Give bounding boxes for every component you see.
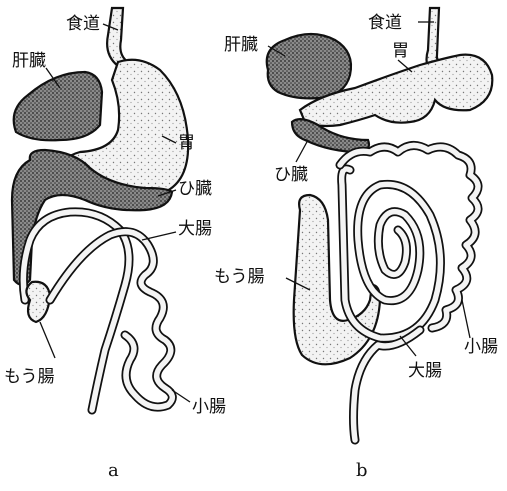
a-liver-shape <box>14 72 102 140</box>
b-liver-shape <box>267 34 351 98</box>
b-label-esophagus: 食道 <box>368 13 402 33</box>
caption-a: a <box>108 460 119 481</box>
b-label-liver: 肝臓 <box>224 35 258 55</box>
diagram-b: 肝臓 食道 胃 ひ臓 もう腸 小腸 大腸 b <box>214 8 498 481</box>
a-label-esophagus: 食道 <box>66 14 100 34</box>
b-large-intestine-shape <box>342 169 441 338</box>
diagram-a: 食道 肝臓 胃 ひ臓 大腸 もう腸 小腸 a <box>4 8 226 481</box>
b-label-pancreas: ひ臓 <box>274 165 308 185</box>
b-label-cecum: もう腸 <box>214 267 265 287</box>
b-pancreas-leader <box>296 140 308 162</box>
a-cecum-leader <box>40 322 55 358</box>
b-label-large-intestine: 大腸 <box>408 361 442 381</box>
a-label-liver: 肝臓 <box>12 51 46 71</box>
a-label-cecum: もう腸 <box>4 367 55 387</box>
a-esophagus-shape <box>107 8 128 66</box>
b-small-intestine-leader <box>462 300 470 338</box>
a-label-small-intestine: 小腸 <box>192 397 226 417</box>
a-large-intestine-leader <box>142 232 176 240</box>
a-label-pancreas: ひ臓 <box>178 179 212 199</box>
a-label-large-intestine: 大腸 <box>178 219 212 239</box>
b-label-small-intestine: 小腸 <box>464 337 498 357</box>
b-label-stomach: 胃 <box>392 41 409 61</box>
a-label-stomach: 胃 <box>178 133 195 153</box>
caption-b: b <box>356 460 368 481</box>
